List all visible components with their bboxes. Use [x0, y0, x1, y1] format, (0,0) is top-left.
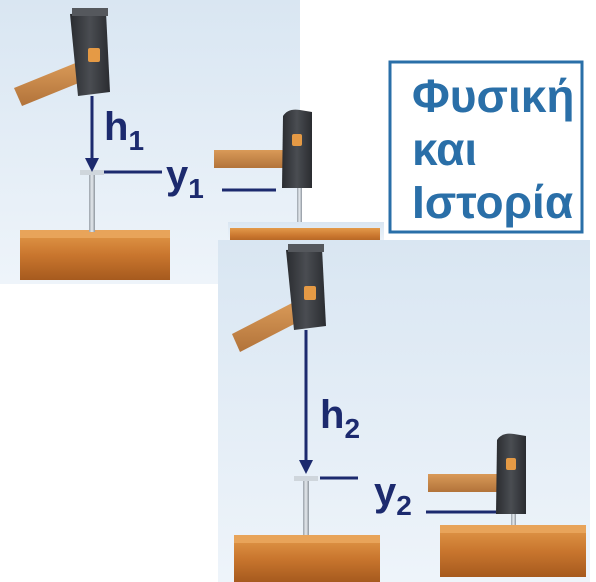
panel-2: h2 y2: [218, 240, 590, 582]
hammer-wedge: [304, 286, 316, 300]
title-line-2: και: [412, 123, 477, 175]
nail-shank: [303, 480, 309, 538]
hammer-handle: [214, 150, 290, 168]
panel-2-wood-block: [234, 535, 380, 582]
hammer-handle: [428, 474, 504, 492]
title-line-1: Φυσική: [412, 70, 575, 122]
panel-1-wood-block: [20, 230, 170, 280]
title-line-3: Ιστορία: [412, 176, 573, 228]
nail-head: [294, 476, 318, 481]
nail-shank: [89, 174, 95, 232]
hammer-top: [288, 244, 324, 252]
hammer-wedge: [506, 458, 516, 470]
hammer-top: [72, 8, 108, 16]
hammer-head: [496, 434, 526, 514]
title-box: Φυσική και Ιστορία: [390, 62, 582, 232]
hammer-wedge: [292, 134, 302, 146]
hammer-wedge: [88, 48, 100, 62]
hammer-head: [282, 110, 312, 188]
panel-2-right-wood-block: [440, 525, 586, 577]
